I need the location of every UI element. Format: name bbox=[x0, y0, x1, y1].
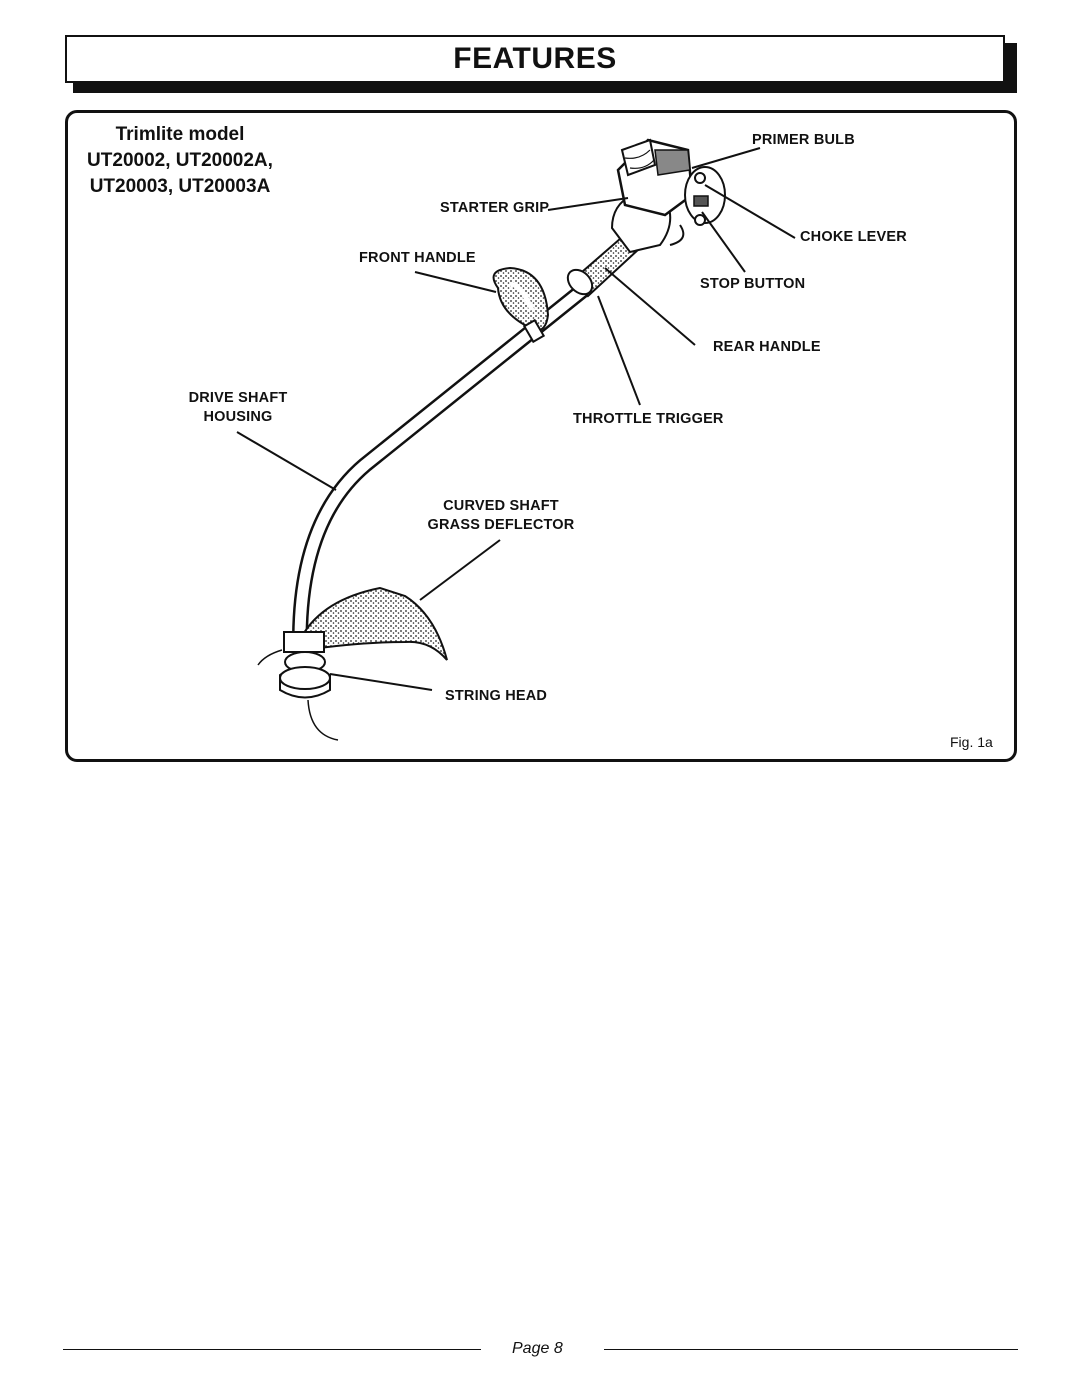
leader-rear-handle bbox=[604, 267, 696, 346]
string-trimmer-illustration bbox=[236, 138, 796, 741]
leader-throttle-trigger bbox=[597, 295, 641, 406]
label-rear-handle: REAR HANDLE bbox=[713, 339, 821, 355]
leader-string-head bbox=[329, 673, 433, 691]
page-title: FEATURES bbox=[453, 42, 617, 75]
label-curved-shaft-grass-deflector: CURVED SHAFT GRASS DEFLECTOR bbox=[420, 497, 582, 535]
label-drive-shaft-line1: DRIVE SHAFT bbox=[188, 390, 288, 406]
trimmer-line-right bbox=[307, 699, 339, 741]
label-grass-deflector: GRASS DEFLECTOR bbox=[427, 517, 575, 533]
header-banner: FEATURES bbox=[65, 35, 1005, 83]
label-front-handle: FRONT HANDLE bbox=[359, 250, 476, 266]
label-primer-bulb: PRIMER BULB bbox=[752, 132, 855, 148]
grass-deflector-shape bbox=[298, 586, 448, 661]
leader-front-handle bbox=[414, 271, 497, 293]
label-drive-shaft-housing: DRIVE SHAFT HOUSING bbox=[178, 389, 298, 427]
label-starter-grip: STARTER GRIP bbox=[440, 200, 550, 216]
primer-bulb-shape bbox=[694, 172, 706, 184]
label-choke-lever: CHOKE LEVER bbox=[800, 229, 907, 245]
head-bracket bbox=[283, 631, 325, 653]
leader-drive-shaft bbox=[236, 431, 337, 491]
leader-primer-bulb bbox=[691, 147, 761, 169]
choke-lever-shape bbox=[693, 195, 709, 207]
page-number: Page 8 bbox=[512, 1340, 563, 1357]
trimmer-line-left bbox=[257, 649, 283, 666]
model-line-2: UT20002, UT20002A, bbox=[87, 150, 273, 171]
leader-grass-deflector bbox=[419, 539, 501, 601]
figure-caption: Fig. 1a bbox=[950, 734, 993, 750]
label-string-head: STRING HEAD bbox=[445, 688, 548, 704]
model-line-1: Trimlite model bbox=[115, 124, 245, 145]
model-heading: Trimlite model UT20002, UT20002A, UT2000… bbox=[0, 122, 360, 200]
label-curved-shaft: CURVED SHAFT bbox=[443, 498, 559, 514]
drive-shaft-outline bbox=[292, 278, 596, 648]
footer-rule-left bbox=[63, 1349, 481, 1350]
model-line-3: UT20003, UT20003A bbox=[89, 176, 271, 197]
stop-button-shape bbox=[694, 214, 706, 226]
footer-rule-right bbox=[604, 1349, 1018, 1350]
leader-stop-button bbox=[701, 211, 746, 273]
figure-frame bbox=[65, 110, 1017, 762]
leader-choke-lever bbox=[704, 184, 796, 239]
front-handle-shape bbox=[492, 266, 550, 332]
leader-starter-grip bbox=[547, 197, 629, 211]
drive-shaft-fill bbox=[294, 280, 594, 646]
label-stop-button: STOP BUTTON bbox=[700, 276, 806, 292]
label-drive-shaft-line2: HOUSING bbox=[203, 409, 273, 425]
label-throttle-trigger: THROTTLE TRIGGER bbox=[573, 411, 724, 427]
